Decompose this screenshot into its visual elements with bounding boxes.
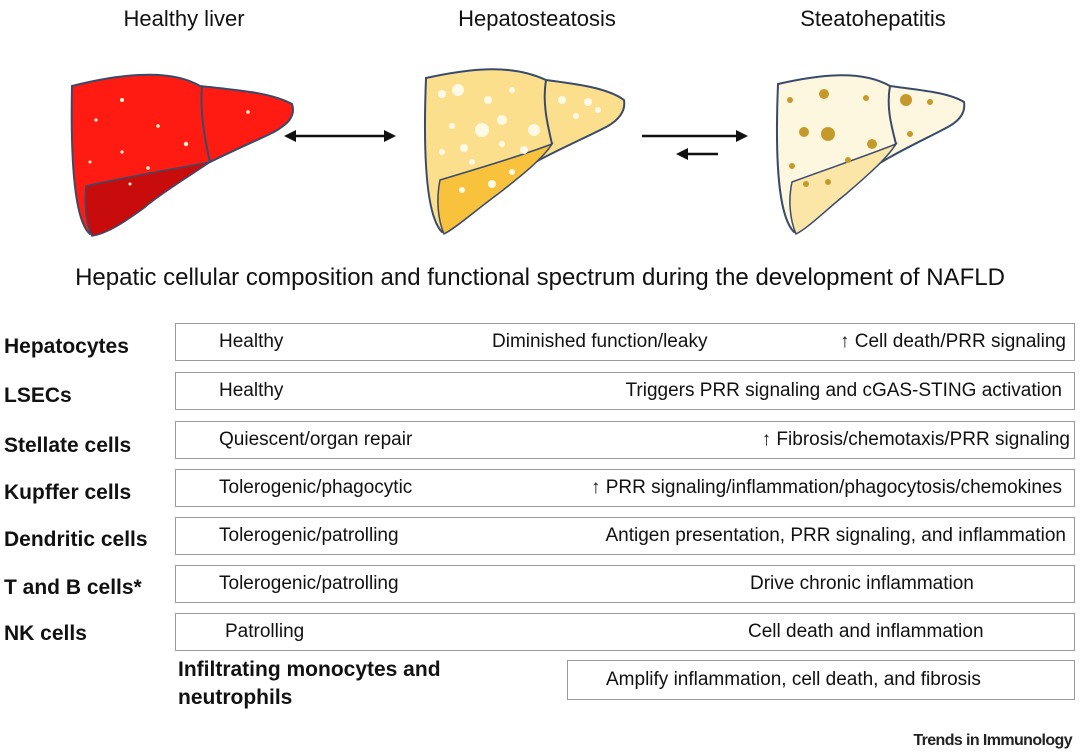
lsecs-healthy: Healthy	[219, 380, 284, 401]
infiltrating-label-line1: Infiltrating monocytes and	[178, 658, 441, 681]
bidirectional-arrow-icon	[284, 130, 396, 142]
nk-disease: Cell death and inflammation	[748, 621, 984, 642]
row-label-nk-cells: NK cells	[4, 622, 87, 645]
stage-title-healthy: Healthy liver	[123, 6, 245, 31]
nk-healthy: Patrolling	[225, 621, 305, 642]
steatosis-liver-lower-lobe	[437, 142, 554, 236]
row-label-hepatocytes: Hepatocytes	[4, 335, 129, 358]
row-box-lsecs: Healthy Triggers PRR signaling and cGAS-…	[175, 372, 1075, 410]
stellate-disease: ↑ Fibrosis/chemotaxis/PRR signaling	[761, 429, 1070, 450]
row-label-dendritic-cells: Dendritic cells	[4, 528, 148, 551]
t-b-healthy: Tolerogenic/patrolling	[219, 573, 399, 594]
healthy-liver-dots	[88, 98, 250, 186]
healthy-liver-lower-lobe	[84, 161, 211, 237]
hepatocytes-steatohepatitis: ↑ Cell death/PRR signaling	[839, 331, 1066, 352]
reversible-arrows-icon	[642, 130, 748, 160]
healthy-liver-illustration	[70, 73, 294, 237]
steatohepatitis-inflammation-dots	[787, 89, 933, 187]
row-label-lsecs: LSECs	[4, 384, 72, 407]
main-title: Hepatic cellular composition and functio…	[75, 264, 1005, 291]
hepatocytes-healthy: Healthy	[219, 331, 284, 352]
steatohepatitis-liver-divider	[887, 85, 897, 145]
row-box-nk-cells: Patrolling Cell death and inflammation	[175, 613, 1075, 651]
t-b-disease: Drive chronic inflammation	[750, 573, 974, 594]
infiltrating-label-line2: neutrophils	[178, 686, 293, 709]
stellate-healthy: Quiescent/organ repair	[219, 429, 413, 450]
journal-credit: Trends in Immunology	[913, 732, 1072, 749]
kupffer-disease: ↑ PRR signaling/inflammation/phagocytosi…	[590, 477, 1062, 498]
row-label-kupffer-cells: Kupffer cells	[4, 481, 132, 504]
kupffer-healthy: Tolerogenic/phagocytic	[219, 477, 413, 498]
steatohepatitis-liver-illustration	[775, 74, 966, 236]
hepatocytes-steatosis: Diminished function/leaky	[492, 331, 708, 352]
dendritic-healthy: Tolerogenic/patrolling	[219, 525, 399, 546]
steatohepatitis-liver-lower-lobe	[789, 142, 898, 236]
dendritic-disease: Antigen presentation, PRR signaling, and…	[605, 525, 1067, 546]
stage-title-hepatosteatosis: Hepatosteatosis	[458, 6, 616, 31]
lsecs-disease: Triggers PRR signaling and cGAS-STING ac…	[625, 380, 1062, 401]
infiltrating-box: Amplify inflammation, cell death, and fi…	[567, 660, 1075, 700]
row-box-stellate-cells: Quiescent/organ repair ↑ Fibrosis/chemot…	[175, 421, 1075, 459]
steatosis-lipid-droplets	[438, 84, 601, 193]
stage-title-steatohepatitis: Steatohepatitis	[800, 6, 946, 31]
healthy-liver-divider	[200, 85, 211, 163]
hepatosteatosis-liver-illustration	[423, 68, 626, 236]
row-box-dendritic-cells: Tolerogenic/patrolling Antigen presentat…	[175, 517, 1075, 555]
row-label-t-and-b-cells: T and B cells*	[4, 576, 142, 599]
row-box-t-and-b-cells: Tolerogenic/patrolling Drive chronic inf…	[175, 565, 1075, 603]
infiltrating-label: Infiltrating monocytes and neutrophils	[178, 656, 441, 712]
row-label-stellate-cells: Stellate cells	[4, 434, 132, 457]
steatosis-liver-divider	[543, 79, 553, 145]
row-box-kupffer-cells: Tolerogenic/phagocytic ↑ PRR signaling/i…	[175, 469, 1075, 507]
row-box-hepatocytes: Healthy Diminished function/leaky ↑ Cell…	[175, 323, 1075, 361]
infiltrating-text: Amplify inflammation, cell death, and fi…	[606, 669, 981, 690]
